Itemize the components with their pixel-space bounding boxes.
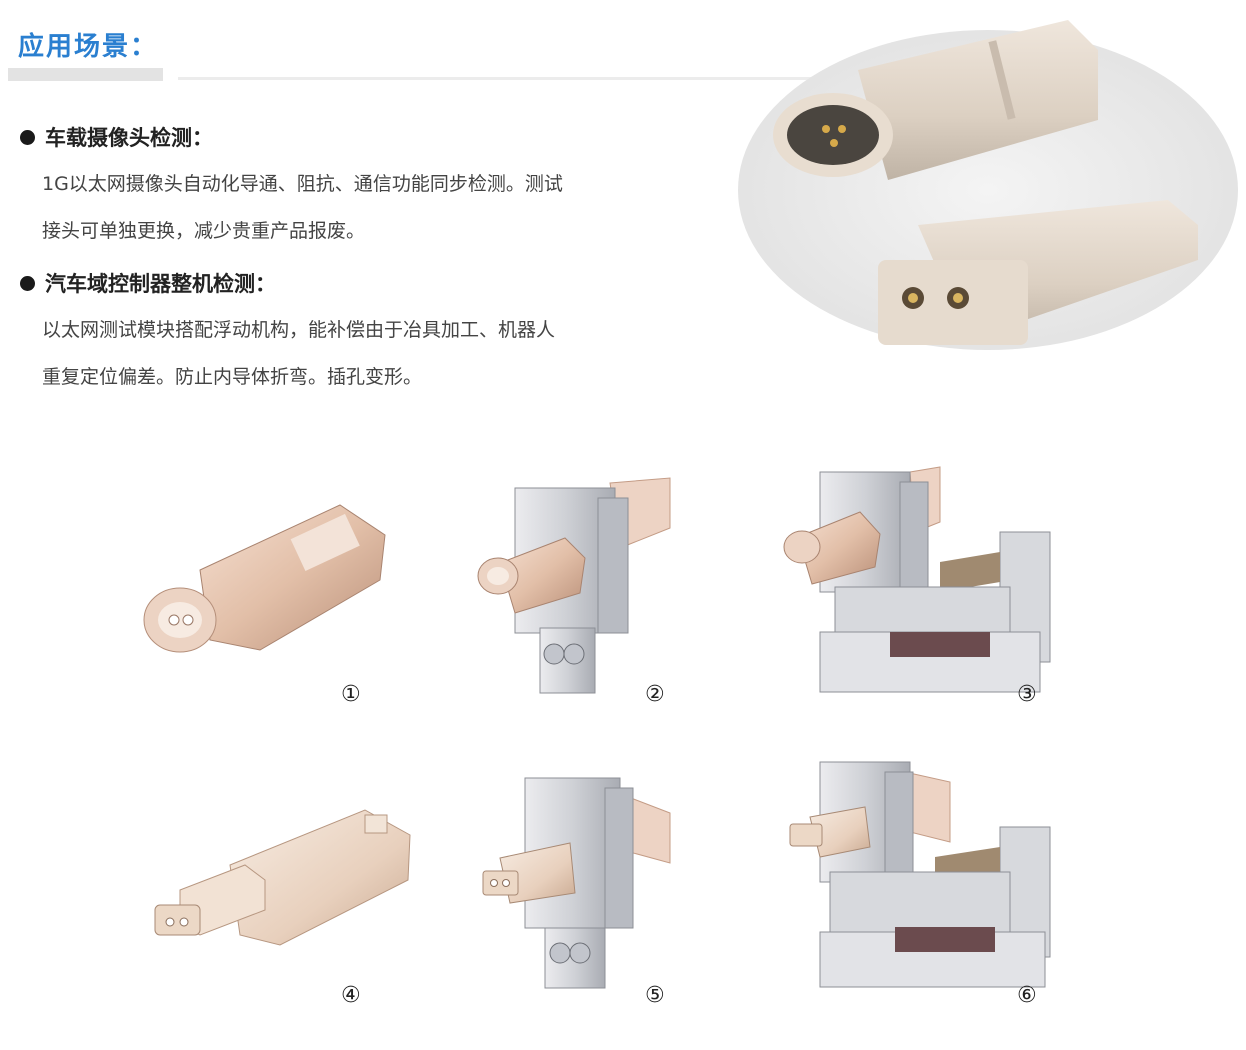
product-image-2 [477,477,671,694]
paragraph-line: 1G以太网摄像头自动化导通、阻抗、通信功能同步检测。测试 [42,173,563,195]
product-image-1 [143,504,386,653]
title-divider-line [178,77,818,80]
product-number: ⑤ [645,983,665,1008]
product-image-6 [789,761,1051,988]
paragraph-line: 以太网测试模块搭配浮动机构，能补偿由于冶具加工、机器人 [42,319,556,341]
product-number: ① [341,682,361,707]
page-title: 应用场景： [18,32,159,62]
product-image-4 [154,809,411,946]
bullet-icon [20,129,35,145]
section-heading-domain-controller: 汽车域控制器整机检测： [20,268,276,298]
section-heading-text: 汽车域控制器整机检测： [45,272,276,296]
bullet-icon [20,275,35,291]
product-image-5 [482,777,671,989]
paragraph-line: 接头可单独更换，减少贵重产品报废。 [42,220,366,242]
section-paragraph-domain-controller: 以太网测试模块搭配浮动机构，能补偿由于冶具加工、机器人 重复定位偏差。防止内导体… [42,307,682,401]
product-number: ④ [341,983,361,1008]
product-number: ② [645,682,665,707]
title-underline-bar [8,68,163,81]
paragraph-line: 重复定位偏差。防止内导体折弯。插孔变形。 [42,366,423,388]
connector-hero-image [738,20,1238,350]
section-paragraph-camera: 1G以太网摄像头自动化导通、阻抗、通信功能同步检测。测试 接头可单独更换，减少贵… [42,161,682,255]
section-heading-text: 车载摄像头检测： [45,126,213,150]
product-number: ⑥ [1017,983,1037,1008]
product-image-3 [783,466,1051,693]
section-heading-camera: 车载摄像头检测： [20,122,213,152]
product-number: ③ [1017,682,1037,707]
